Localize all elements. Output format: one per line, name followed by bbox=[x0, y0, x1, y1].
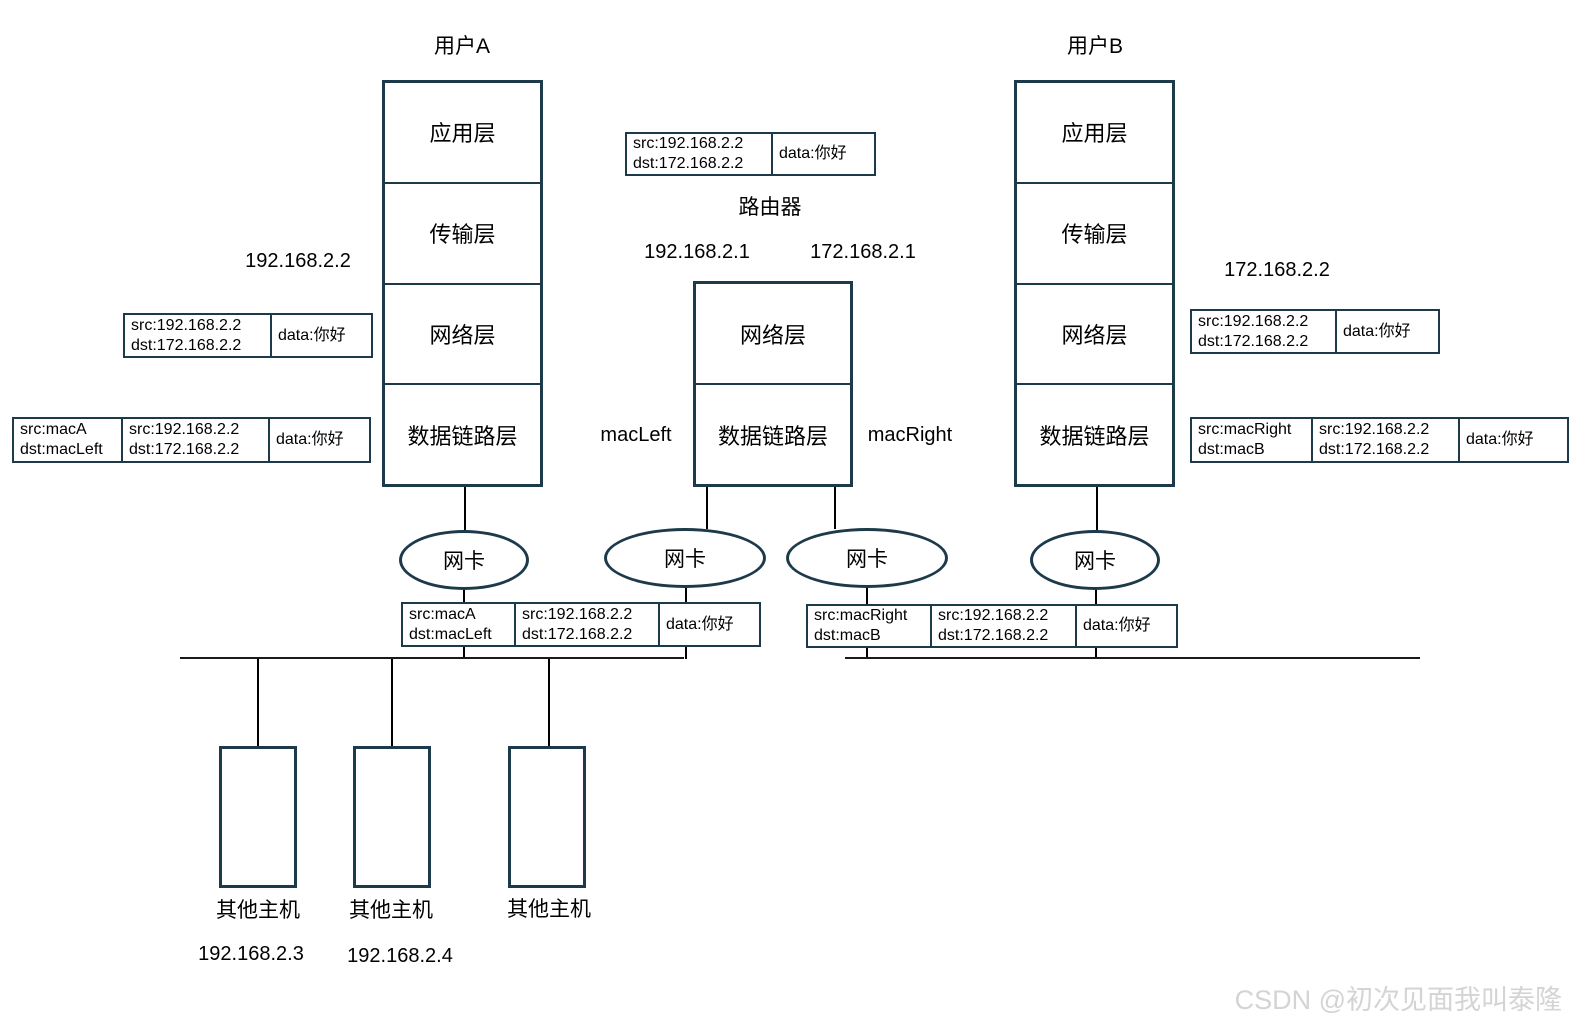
nic-ellipse-user-b: 网卡 bbox=[1030, 530, 1160, 590]
layer-application: 应用层 bbox=[385, 83, 540, 184]
nic-label: 网卡 bbox=[443, 550, 485, 573]
connector-bus-to-host-2 bbox=[391, 659, 393, 746]
connector-nic-b-to-packet bbox=[1095, 589, 1097, 605]
connector-router-to-nic-right bbox=[834, 487, 836, 529]
layer-transport: 传输层 bbox=[1017, 184, 1172, 285]
packet-cell-data: data:你好 bbox=[1458, 417, 1569, 463]
user-a-title: 用户A bbox=[433, 35, 491, 58]
packet-cell-data: data:你好 bbox=[658, 602, 761, 647]
router-title: 路由器 bbox=[738, 196, 802, 219]
other-host-label-1: 其他主机 bbox=[216, 899, 300, 922]
nic-label: 网卡 bbox=[846, 548, 888, 571]
layer-network: 网络层 bbox=[385, 285, 540, 386]
layer-datalink: 数据链路层 bbox=[717, 423, 828, 449]
packet-cell-mac: src:macA dst:macLeft bbox=[12, 417, 123, 463]
packet-cell-data: data:你好 bbox=[270, 313, 373, 358]
packet-cell-addresses: src:192.168.2.2 dst:172.168.2.2 bbox=[514, 602, 660, 647]
host-2-ip-label: 192.168.2.4 bbox=[347, 945, 453, 967]
packet-cell-mac: src:macRight dst:macB bbox=[1190, 417, 1313, 463]
packet-cell-data: data:你好 bbox=[1075, 604, 1178, 648]
router-stack: 网络层 数据链路层 bbox=[693, 281, 853, 487]
router-left-ip-label: 192.168.2.1 bbox=[644, 241, 750, 263]
connector-router-to-nic-left bbox=[706, 487, 708, 529]
user-a-ip-label: 192.168.2.2 bbox=[245, 250, 351, 272]
layer-network: 网络层 bbox=[696, 284, 850, 385]
user-b-stack: 应用层 传输层 网络层 数据链路层 bbox=[1014, 80, 1175, 487]
packet-cell-mac: src:macA dst:macLeft bbox=[401, 602, 516, 647]
connector-a-to-nic bbox=[464, 487, 466, 531]
host-1-ip-label: 192.168.2.3 bbox=[198, 943, 304, 965]
packet-cell-data: data:你好 bbox=[268, 417, 371, 463]
connector-nic-routerleft-to-packet bbox=[685, 587, 687, 603]
other-host-box-3 bbox=[508, 746, 586, 888]
layer-datalink: 数据链路层 bbox=[1039, 423, 1150, 449]
packet-b-datalink: src:macRight dst:macB src:192.168.2.2 ds… bbox=[1190, 417, 1569, 463]
other-host-label-3: 其他主机 bbox=[507, 898, 591, 921]
packet-cell-addresses: src:192.168.2.2 dst:172.168.2.2 bbox=[625, 132, 773, 176]
layer-datalink: 数据链路层 bbox=[407, 423, 518, 449]
user-b-title: 用户B bbox=[1066, 35, 1124, 58]
router-right-ip-label: 172.168.2.1 bbox=[810, 241, 916, 263]
packet-cell-addresses: src:192.168.2.2 dst:172.168.2.2 bbox=[1190, 309, 1337, 354]
connector-nic-a-to-packet bbox=[463, 589, 465, 603]
connector-b-to-nic bbox=[1096, 487, 1098, 531]
connector-packet-to-bus-right-2 bbox=[1095, 647, 1097, 659]
packet-cell-addresses: src:192.168.2.2 dst:172.168.2.2 bbox=[121, 417, 270, 463]
bus-right-network bbox=[845, 657, 1420, 659]
other-host-label-2: 其他主机 bbox=[349, 899, 433, 922]
packet-cell-addresses: src:192.168.2.2 dst:172.168.2.2 bbox=[930, 604, 1077, 648]
mac-right-label: macRight bbox=[867, 424, 953, 446]
packet-cell-addresses: src:192.168.2.2 dst:172.168.2.2 bbox=[123, 313, 272, 358]
other-host-box-2 bbox=[353, 746, 431, 888]
packet-a-network: src:192.168.2.2 dst:172.168.2.2 data:你好 bbox=[123, 313, 373, 358]
layer-transport: 传输层 bbox=[385, 184, 540, 285]
connector-nic-routerright-to-packet bbox=[866, 587, 868, 605]
nic-label: 网卡 bbox=[1074, 550, 1116, 573]
nic-ellipse-router-right: 网卡 bbox=[786, 528, 948, 588]
connector-packet-to-bus-left-1 bbox=[463, 646, 465, 659]
other-host-box-1 bbox=[219, 746, 297, 888]
nic-ellipse-user-a: 网卡 bbox=[399, 530, 529, 590]
user-a-stack: 应用层 传输层 网络层 数据链路层 bbox=[382, 80, 543, 487]
connector-packet-to-bus-right-1 bbox=[866, 647, 868, 659]
bus-left-network bbox=[180, 657, 684, 659]
packet-cell-data: data:你好 bbox=[771, 132, 876, 176]
packet-cell-data: data:你好 bbox=[1335, 309, 1440, 354]
connector-bus-to-host-3 bbox=[548, 659, 550, 746]
packet-cell-mac: src:macRight dst:macB bbox=[806, 604, 932, 648]
connector-packet-to-bus-left-2 bbox=[685, 646, 687, 659]
user-b-ip-label: 172.168.2.2 bbox=[1224, 259, 1330, 281]
nic-label: 网卡 bbox=[664, 548, 706, 571]
nic-ellipse-router-left: 网卡 bbox=[604, 528, 766, 588]
mac-left-label: macLeft bbox=[600, 424, 672, 446]
packet-wire-right: src:macRight dst:macB src:192.168.2.2 ds… bbox=[806, 604, 1178, 648]
packet-wire-left: src:macA dst:macLeft src:192.168.2.2 dst… bbox=[401, 602, 761, 647]
layer-application: 应用层 bbox=[1017, 83, 1172, 184]
layer-network: 网络层 bbox=[1017, 285, 1172, 386]
connector-bus-to-host-1 bbox=[257, 659, 259, 746]
packet-cell-addresses: src:192.168.2.2 dst:172.168.2.2 bbox=[1311, 417, 1460, 463]
csdn-watermark: CSDN @初次见面我叫泰隆 bbox=[1234, 985, 1562, 1015]
packet-top-middle: src:192.168.2.2 dst:172.168.2.2 data:你好 bbox=[625, 132, 876, 176]
packet-b-network: src:192.168.2.2 dst:172.168.2.2 data:你好 bbox=[1190, 309, 1440, 354]
packet-a-datalink: src:macA dst:macLeft src:192.168.2.2 dst… bbox=[12, 417, 371, 463]
